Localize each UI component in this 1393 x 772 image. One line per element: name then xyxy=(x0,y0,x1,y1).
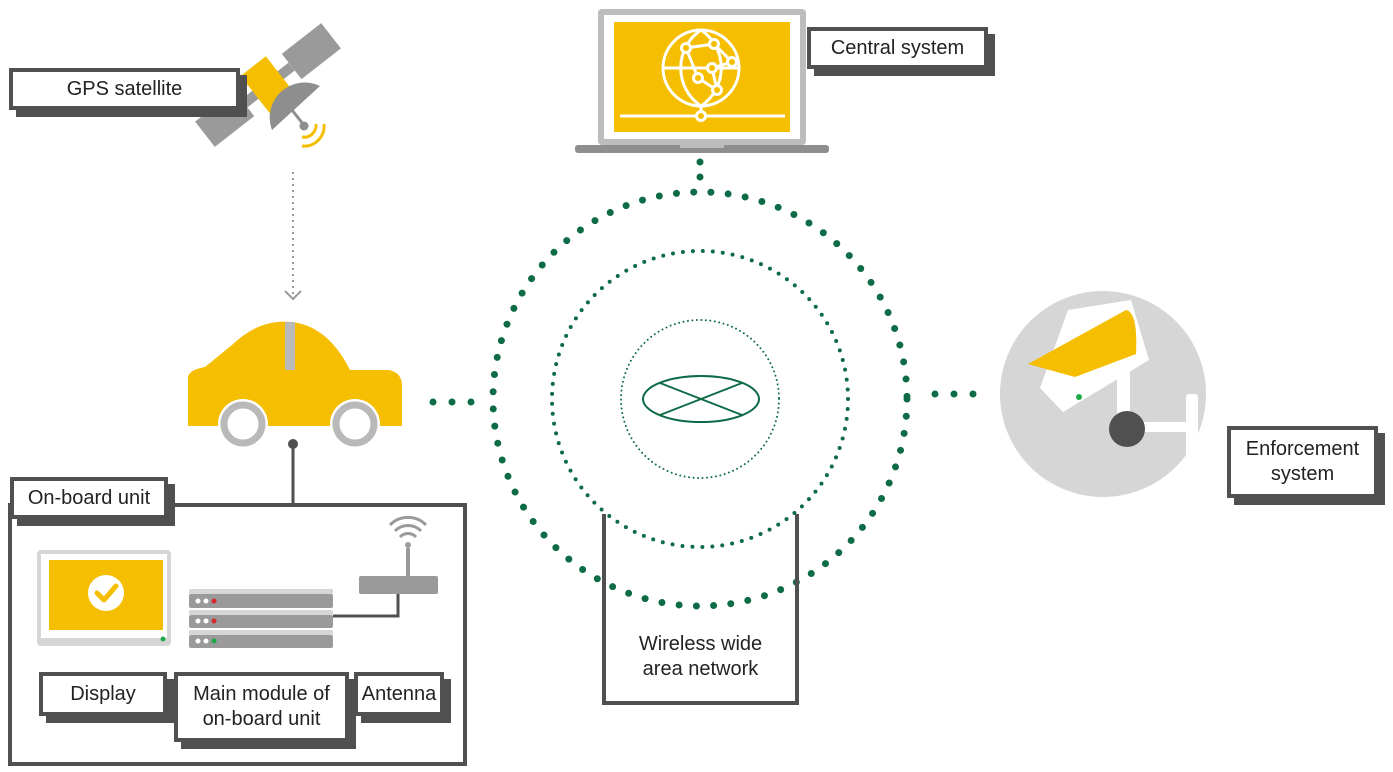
car-icon xyxy=(188,321,402,449)
satellite-icon xyxy=(195,23,341,148)
server-module-icon xyxy=(189,589,333,648)
wireless-network-frame xyxy=(602,514,799,705)
wireless-network-rings xyxy=(489,188,911,610)
wireless-network-label: Wireless wide area network xyxy=(608,622,793,692)
on-board-unit-label: On-board unit xyxy=(10,477,168,519)
enforcement-system-label: Enforcement system xyxy=(1227,426,1378,498)
cctv-camera-icon xyxy=(1000,291,1206,497)
central-system-label: Central system xyxy=(807,27,988,69)
chevron-down-icon xyxy=(284,290,302,301)
on-board-unit-frame xyxy=(8,503,467,766)
gps-satellite-label: GPS satellite xyxy=(9,68,240,110)
display-label: Display xyxy=(39,672,167,716)
laptop-globe-icon xyxy=(575,9,829,153)
module-to-antenna-line xyxy=(333,594,400,618)
antenna-label: Antenna xyxy=(354,672,444,716)
display-check-icon xyxy=(37,550,171,646)
main-module-label: Main module of on-board unit xyxy=(174,672,349,742)
network-link-dots xyxy=(429,158,977,406)
wifi-router-icon xyxy=(359,515,438,594)
network-ellipse-icon xyxy=(642,375,760,423)
